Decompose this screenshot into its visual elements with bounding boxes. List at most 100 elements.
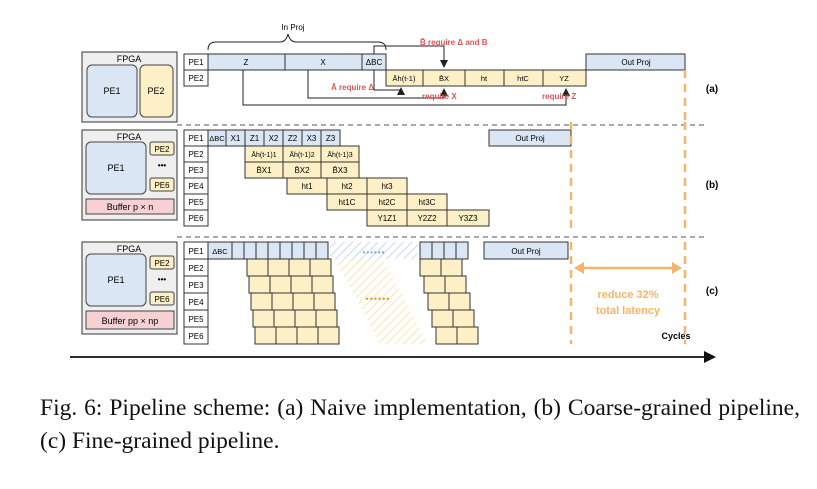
pe5-block-label: ht2C [379,198,396,207]
figure-caption: Fig. 6: Pipeline scheme: (a) Naive imple… [40,395,800,454]
pe1-fine-block [255,241,269,260]
pe1-label-a: PE1 [103,86,120,96]
pe1-box-b [85,141,147,195]
pe6-block-label: Y3Z3 [458,214,478,223]
pe2-box-c [149,255,175,270]
pe1-fine-block [431,241,445,260]
pe1-block-label: Z2 [288,134,298,143]
fine-block [431,309,454,328]
fine-block [275,326,298,345]
pe5-block-label: ht3C [419,198,436,207]
fine-block [290,275,313,294]
section-c: FPGA PE1 PE2 ••• PE6 Buffer pp × np PE1 … [81,241,718,345]
pipeline-diagram: FPGA PE1 PE2 PE1 PE2 In Proj Z X ΔBC Āh(… [70,23,719,363]
out-proj-b-label: Out Proj [515,134,545,143]
arrow-right-icon [672,262,682,274]
section-c-tag: (c) [706,286,718,297]
pe1-label-b: PE1 [107,163,124,173]
dependency-arrow [373,45,448,68]
pe1-block-label: X1 [231,134,241,143]
x-block-label: X [320,58,326,67]
pe2-box-b [149,141,175,156]
pe3-block-label: B̄X1 [256,166,272,175]
fine-block [254,326,277,345]
section-b: FPGA PE1 PE2 ••• PE6 Buffer p × n PE1 PE… [81,122,719,232]
fine-block [435,326,458,345]
fine-block [267,258,290,277]
fine-block [271,292,294,311]
pe4-block-label: ht3 [381,182,393,191]
out-proj-c [483,241,569,260]
pe6-box-c [149,291,175,306]
pe-row-label [183,326,209,345]
require-z-note: require Z [542,92,576,101]
pe2-box-a [139,64,174,118]
fine-block [315,309,338,328]
pe1-fine-block [303,241,317,260]
fine-block [456,326,479,345]
pe1-fine-block [231,241,245,260]
pe2-label-b: PE2 [154,145,170,154]
dependency-arrow [242,70,570,106]
pe-row-label [183,69,209,87]
z-block-label: Z [244,58,249,67]
fine-block [309,258,332,277]
pe1-fine-block [267,241,281,260]
pe-rows-c: PE1 PE2 PE3 PE4 PE5 PE6 [183,241,209,345]
pe1-blocks-b: X1 Z1 X2 Z2 X3 Z3 [225,129,341,147]
fine-block [423,275,446,294]
fine-block [440,258,463,277]
pe6-block-label: Y1Z1 [377,214,397,223]
cycles-label: Cycles [661,331,690,341]
fine-block [248,275,271,294]
pe6-blocks-b: Y1Z1 Y2Z2 Y3Z3 [366,209,490,227]
fpga-label-c: FPGA [117,244,142,254]
fine-grained-hatch [330,242,418,259]
pe1-box-c [85,253,147,307]
pe6-label-b: PE6 [154,181,170,190]
pe3-block-label: B̄X2 [294,166,310,175]
pe1-block-label: Z1 [250,134,260,143]
pe6-blocks-c [254,326,479,345]
pe2-blocks-c [246,258,463,277]
a-require-note: Ā require Δ [331,83,374,92]
fine-block [250,292,273,311]
pe-row-label-text: PE3 [188,166,204,175]
axis-arrow-icon [704,351,716,363]
pe2-block-label: Āh(t-1)2 [289,151,314,159]
section-b-tag: (b) [706,180,719,191]
pe4-block-label: ht1 [301,182,313,191]
fine-block [269,275,292,294]
pe5-blocks-c [252,309,475,328]
pe1-blocks-c [231,241,469,260]
fine-block [294,309,317,328]
pe1-box-a [86,64,138,118]
pe3-block-label: B̄X3 [332,166,348,175]
out-proj-a [585,53,686,71]
fine-block [317,326,340,345]
pe-ellipsis-b: ••• [158,161,167,170]
in-proj-label: In Proj [281,23,304,32]
in-proj-brace [207,33,387,51]
section-a: FPGA PE1 PE2 PE1 PE2 In Proj Z X ΔBC Āh(… [81,23,718,123]
pe3-blocks-b: B̄X1 B̄X2 B̄X3 [244,161,360,179]
pe1-fine-block [315,241,329,260]
pe2-block-label: Āh(t-1)1 [251,151,276,159]
buffer-box-c [85,310,175,330]
pe6-block [446,209,490,227]
pe4-blocks-b: ht1 ht2 ht3 [286,177,408,195]
pe-row-label-text: PE4 [188,182,204,191]
out-proj-c-label: Out Proj [511,247,541,256]
pe4-blocks-c [250,292,471,311]
pe4-block-label: ht2 [341,182,353,191]
fine-block [311,275,334,294]
pe2-blocks-b: Āh(t-1)1 Āh(t-1)2 Āh(t-1)3 [244,145,360,163]
pe-row-label-text: PE5 [188,315,204,324]
pe-row-label-text: PE1 [188,247,204,256]
pe2-block-label: Āh(t-1)3 [327,151,352,159]
dbc-block-a-label: ΔBC [366,58,383,67]
section-a-tag: (a) [706,84,718,95]
fine-block [292,292,315,311]
pe1-block-label: X2 [269,134,279,143]
fine-block [273,309,296,328]
